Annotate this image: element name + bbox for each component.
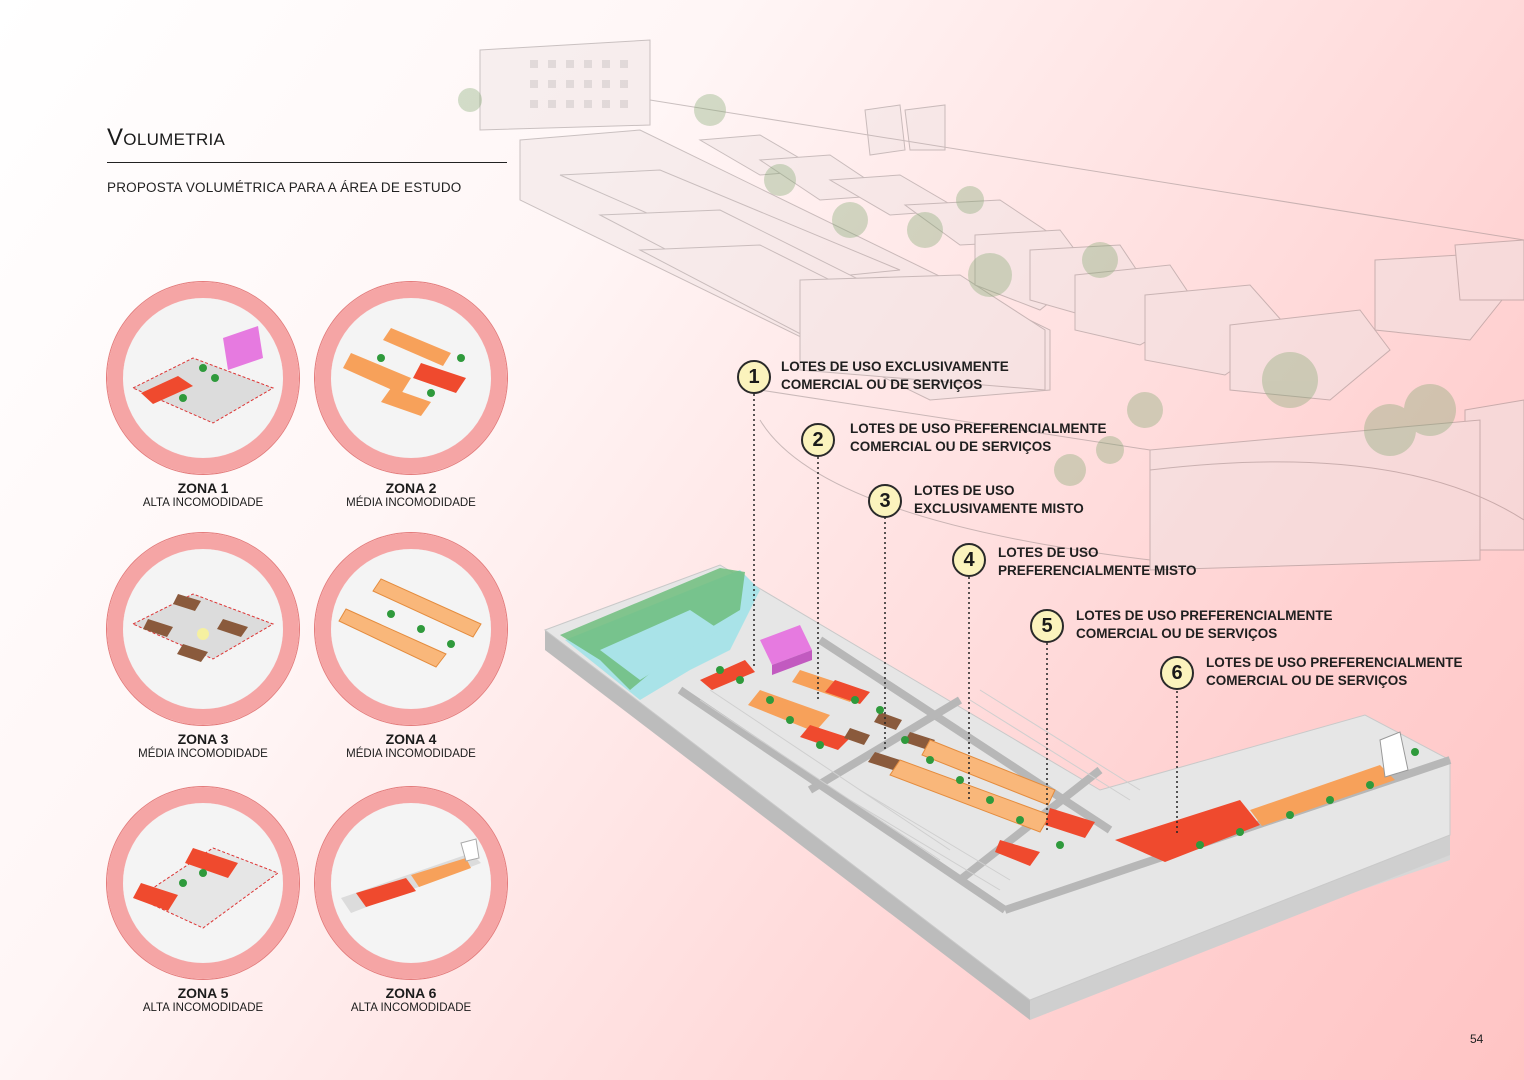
zone1-buildings — [700, 625, 812, 690]
background-city — [479, 39, 1524, 571]
zone-4-thumbnail — [315, 533, 507, 725]
callout-5-line1: LOTES DE USO PREFERENCIALMENTE — [1076, 608, 1333, 623]
callout-2-number: 2 — [801, 423, 835, 457]
callout-2-label: LOTES DE USO PREFERENCIALMENTE COMERCIAL… — [850, 420, 1107, 456]
callout-6-label: LOTES DE USO PREFERENCIALMENTE COMERCIAL… — [1206, 654, 1463, 690]
callout-1-line1: LOTES DE USO EXCLUSIVAMENTE — [781, 359, 1009, 374]
callout-2-line2: COMERCIAL OU DE SERVIÇOS — [850, 439, 1052, 454]
title-divider — [107, 162, 507, 163]
page-title: Volumetria — [107, 124, 226, 151]
callout-2-line1: LOTES DE USO PREFERENCIALMENTE — [850, 421, 1107, 436]
zone-3-thumbnail — [107, 533, 299, 725]
zone-1-thumbnail — [107, 282, 299, 474]
zone-6-name: ZONA 6 — [385, 985, 437, 1001]
zone-2-level: MÉDIA INCOMODIDADE — [346, 497, 476, 509]
zone-4-level: MÉDIA INCOMODIDADE — [346, 748, 476, 760]
page-number: 54 — [1470, 1032, 1484, 1046]
zone-card-1: ZONA 1 ALTA INCOMODIDADE — [98, 282, 308, 511]
zone3-buildings — [844, 712, 935, 770]
zone-card-6: ZONA 6 ALTA INCOMODIDADE — [306, 787, 516, 1016]
zone-6-thumbnail — [315, 787, 507, 979]
callout-5-number: 5 — [1030, 609, 1064, 643]
zone-2-name: ZONA 2 — [385, 480, 437, 496]
callout-4-line2: PREFERENCIALMENTE MISTO — [998, 563, 1197, 578]
zone-5-thumbnail — [107, 787, 299, 979]
callout-1-label: LOTES DE USO EXCLUSIVAMENTE COMERCIAL OU… — [781, 358, 1009, 394]
zone-1-name: ZONA 1 — [177, 480, 229, 496]
callout-3-line1: LOTES DE USO — [914, 483, 1015, 498]
zone-card-2: ZONA 2 MÉDIA INCOMODIDADE — [306, 282, 516, 511]
callout-3-line2: EXCLUSIVAMENTE MISTO — [914, 501, 1084, 516]
zone4-buildings — [889, 739, 1056, 833]
callout-6-line1: LOTES DE USO PREFERENCIALMENTE — [1206, 655, 1463, 670]
parking-lots — [699, 689, 1141, 891]
callout-5-label: LOTES DE USO PREFERENCIALMENTE COMERCIAL… — [1076, 607, 1333, 643]
callout-5-line2: COMERCIAL OU DE SERVIÇOS — [1076, 626, 1278, 641]
callout-3-number: 3 — [868, 484, 902, 518]
model-trees — [716, 666, 1419, 849]
zone-3-level: MÉDIA INCOMODIDADE — [138, 748, 268, 760]
zone5-buildings — [995, 808, 1095, 866]
zone-5-name: ZONA 5 — [177, 985, 229, 1001]
zone-card-5: ZONA 5 ALTA INCOMODIDADE — [98, 787, 308, 1016]
zone-3-name: ZONA 3 — [177, 731, 229, 747]
zone-5-level: ALTA INCOMODIDADE — [142, 1002, 264, 1014]
zone-4-name: ZONA 4 — [385, 731, 437, 747]
callout-4-number: 4 — [952, 543, 986, 577]
callout-1-number: 1 — [737, 360, 771, 394]
zone-card-3: ZONA 3 MÉDIA INCOMODIDADE — [98, 533, 308, 762]
zone-card-4: ZONA 4 MÉDIA INCOMODIDADE — [306, 533, 516, 762]
zone-6-level: ALTA INCOMODIDADE — [350, 1002, 472, 1014]
zone-2-thumbnail — [315, 282, 507, 474]
callout-4-label: LOTES DE USO PREFERENCIALMENTE MISTO — [998, 544, 1197, 580]
background-trees — [458, 88, 1456, 486]
callout-4-line1: LOTES DE USO — [998, 545, 1099, 560]
callout-6-number: 6 — [1160, 656, 1194, 690]
callout-3-label: LOTES DE USO EXCLUSIVAMENTE MISTO — [914, 482, 1084, 518]
callout-1-line2: COMERCIAL OU DE SERVIÇOS — [781, 377, 983, 392]
zone6-buildings — [1115, 731, 1409, 862]
callout-6-line2: COMERCIAL OU DE SERVIÇOS — [1206, 673, 1408, 688]
page-subtitle: PROPOSTA VOLUMÉTRICA PARA A ÁREA DE ESTU… — [107, 180, 462, 195]
zone-1-level: ALTA INCOMODIDADE — [142, 497, 264, 509]
callout-leader-lines — [753, 394, 1178, 835]
